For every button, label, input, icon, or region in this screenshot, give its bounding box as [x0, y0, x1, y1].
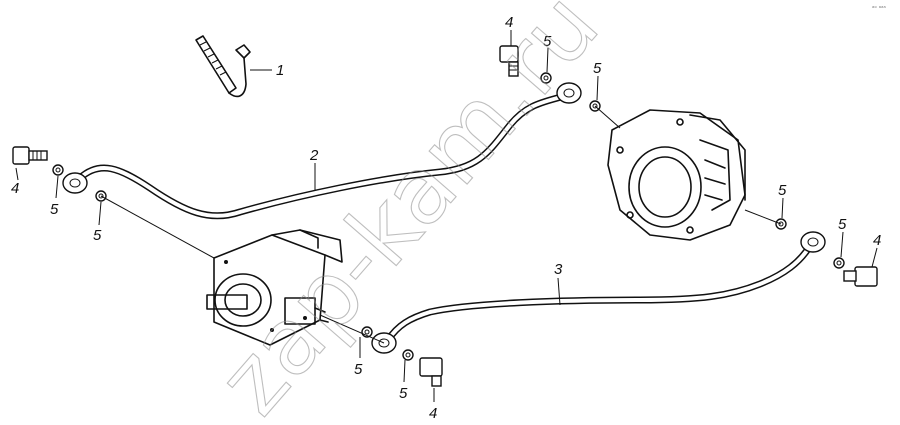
callout-part-1: 1: [276, 62, 284, 79]
callout-washer-bottom-a: 5: [354, 361, 363, 378]
callout-part-2: 2: [309, 147, 319, 164]
tube-part-3: [384, 242, 814, 344]
banjo-fitting-top: [556, 82, 582, 104]
valve-housing-left: [100, 195, 385, 346]
bolt-left: [12, 146, 48, 165]
callout-part-3: 3: [554, 261, 563, 278]
callout-bolt-bottom: 4: [429, 405, 437, 422]
bolt-bottom: [419, 357, 443, 387]
bolt-right: [843, 266, 878, 287]
watermark: zap-kam.ru: [198, 0, 619, 425]
callout-bolt-top: 4: [505, 14, 513, 31]
flange-housing-right: [594, 105, 782, 241]
callout-bolt-left: 4: [11, 180, 19, 197]
tie-clamp-part-1: [195, 35, 251, 98]
callout-washer-top-a: 5: [543, 33, 552, 50]
callout-labels: 1 2 3 4 5 5 4 5 5 5 5 4 5 5 4: [11, 14, 881, 422]
callout-bolt-right: 4: [873, 232, 881, 249]
callout-washer-left-b: 5: [93, 227, 102, 244]
corner-mark: ᵃᵒ ᵃᵃᵃ: [872, 5, 886, 12]
banjo-fitting-left: [62, 172, 88, 194]
callout-leaders: [15, 30, 878, 402]
tube-part-2: [76, 91, 572, 220]
callout-washer-bottom-b: 5: [399, 385, 408, 402]
callout-washer-top-b: 5: [593, 60, 602, 77]
callout-washer-right-a: 5: [778, 182, 787, 199]
callout-washer-right-b: 5: [838, 216, 847, 233]
bolt-top: [499, 45, 519, 77]
banjo-fitting-right: [800, 231, 826, 253]
callout-washer-left-a: 5: [50, 201, 59, 218]
